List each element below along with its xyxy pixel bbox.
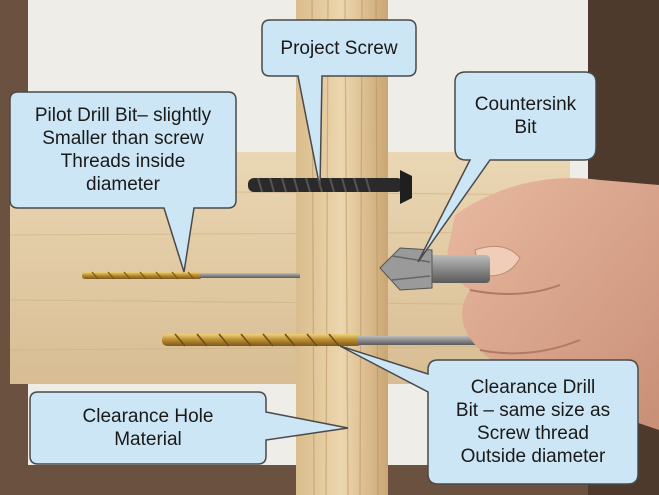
callout-clearance-drill-bit: Clearance Drill Bit – same size as Screw…: [428, 360, 638, 484]
callout-pilot-shape: [9, 91, 237, 273]
callout-pilot-text: Pilot Drill Bit– slightly Smaller than s…: [34, 105, 212, 195]
callout-project-screw: Project Screw: [262, 20, 416, 76]
callout-project-screw-shape: [261, 19, 417, 189]
callout-countersink-shape: [417, 71, 597, 263]
callout-project-screw-text: Project Screw: [280, 37, 398, 59]
callout-clearance-hole-material: Clearance Hole Material: [30, 392, 266, 464]
callout-clearance-bit-shape: [339, 345, 639, 485]
pilot-drill-bit: [82, 271, 300, 280]
callout-pilot-drill-bit: Pilot Drill Bit– slightly Smaller than s…: [6, 92, 240, 208]
clearance-drill-bit: [162, 333, 480, 347]
callout-clearance-bit-text: Clearance Drill Bit – same size as Screw…: [455, 377, 611, 467]
callout-countersink-text: Countersink Bit: [474, 94, 577, 138]
callout-clearance-hole-shape: [29, 391, 349, 465]
project-screw: [248, 170, 412, 204]
callout-countersink-bit: Countersink Bit: [455, 72, 596, 160]
callout-clearance-hole-text: Clearance Hole Material: [82, 406, 214, 450]
